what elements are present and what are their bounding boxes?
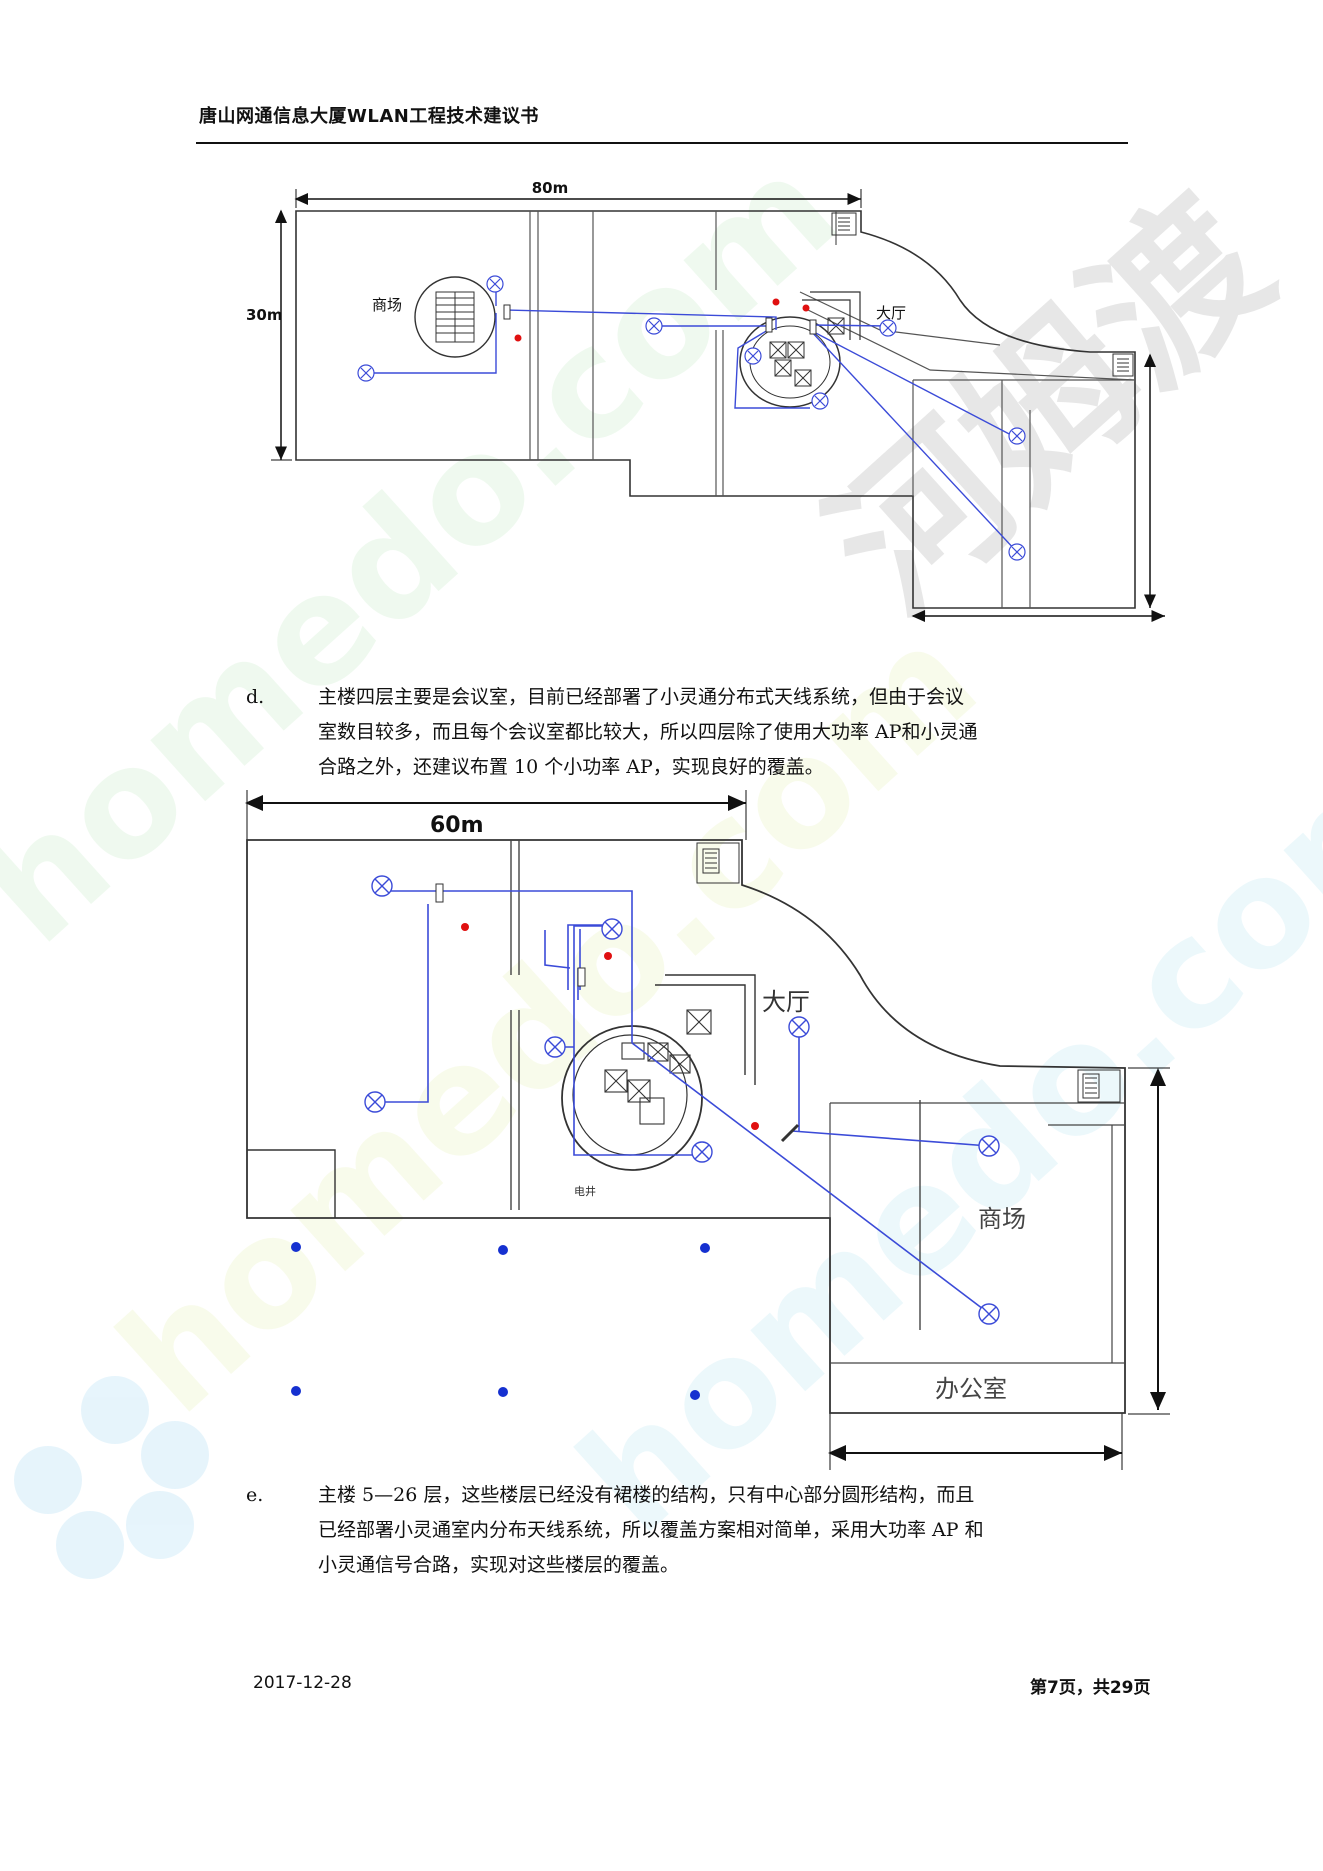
- ap-dot: [772, 298, 780, 306]
- room-label-mall: 商场: [978, 1205, 1026, 1233]
- building-outline: [295, 210, 1136, 609]
- elevator-icon: [1112, 353, 1134, 377]
- footer-date: 2017-12-28: [253, 1673, 352, 1693]
- elevator-icon: [1077, 1069, 1121, 1103]
- planned-ap-point: [291, 1386, 301, 1396]
- planned-ap-points: [291, 1242, 710, 1400]
- ap-wiring: [375, 890, 990, 1313]
- ap-dot: [514, 334, 522, 342]
- dimension-label-width: 80m: [532, 179, 569, 197]
- planned-ap-point: [291, 1242, 301, 1252]
- floor-plan-1: 80m 30m: [246, 179, 1165, 622]
- paragraph-line: 合路之外，还建议布置 10 个小功率 AP，实现良好的覆盖。: [318, 756, 824, 778]
- dimension-label-height: 30m: [246, 306, 283, 324]
- ap-wiring: [366, 288, 1018, 553]
- header-divider: [196, 142, 1128, 144]
- elevator-icon: [831, 212, 857, 236]
- building-outline: [246, 839, 1126, 1414]
- paragraph-line: 小灵通信号合路，实现对这些楼层的覆盖。: [318, 1554, 680, 1576]
- paragraph-line: 室数目较多，而且每个会议室都比较大，所以四层除了使用大功率 AP和小灵通: [318, 721, 978, 743]
- planned-ap-point: [690, 1390, 700, 1400]
- room-label-lobby: 大厅: [876, 304, 906, 322]
- planned-ap-point: [498, 1245, 508, 1255]
- splitter-icon: [780, 1123, 800, 1143]
- floor-plan-2: 60m: [245, 790, 1170, 1470]
- list-marker: d.: [246, 686, 265, 708]
- paragraph-line: 主楼 5—26 层，这些楼层已经没有裙楼的结构，只有中心部分圆形结构，而且: [318, 1484, 975, 1506]
- ap-dot: [802, 304, 810, 312]
- dimension-label-width: 60m: [430, 813, 484, 838]
- list-marker: e.: [246, 1484, 264, 1506]
- planned-ap-point: [498, 1387, 508, 1397]
- room-label-mall: 商场: [372, 296, 402, 314]
- paragraph-line: 主楼四层主要是会议室，目前已经部署了小灵通分布式天线系统，但由于会议: [318, 686, 965, 708]
- footer-page-number: 第7页，共29页: [1030, 1678, 1151, 1698]
- room-label-office: 办公室: [935, 1375, 1007, 1403]
- antenna-icons: [364, 875, 1000, 1325]
- paragraph-line: 已经部署小灵通室内分布天线系统，所以覆盖方案相对简单，采用大功率 AP 和: [318, 1519, 984, 1541]
- ap-dot: [604, 952, 612, 960]
- ap-dot: [461, 923, 469, 931]
- room-label-lobby: 大厅: [762, 988, 810, 1016]
- room-label-shaft: 电井: [574, 1184, 596, 1198]
- planned-ap-point: [700, 1243, 710, 1253]
- elevator-icon: [696, 842, 740, 884]
- antenna-icons: [357, 275, 1026, 561]
- ap-dot: [751, 1122, 759, 1130]
- page-header-title: 唐山网通信息大厦WLAN工程技术建议书: [199, 106, 539, 127]
